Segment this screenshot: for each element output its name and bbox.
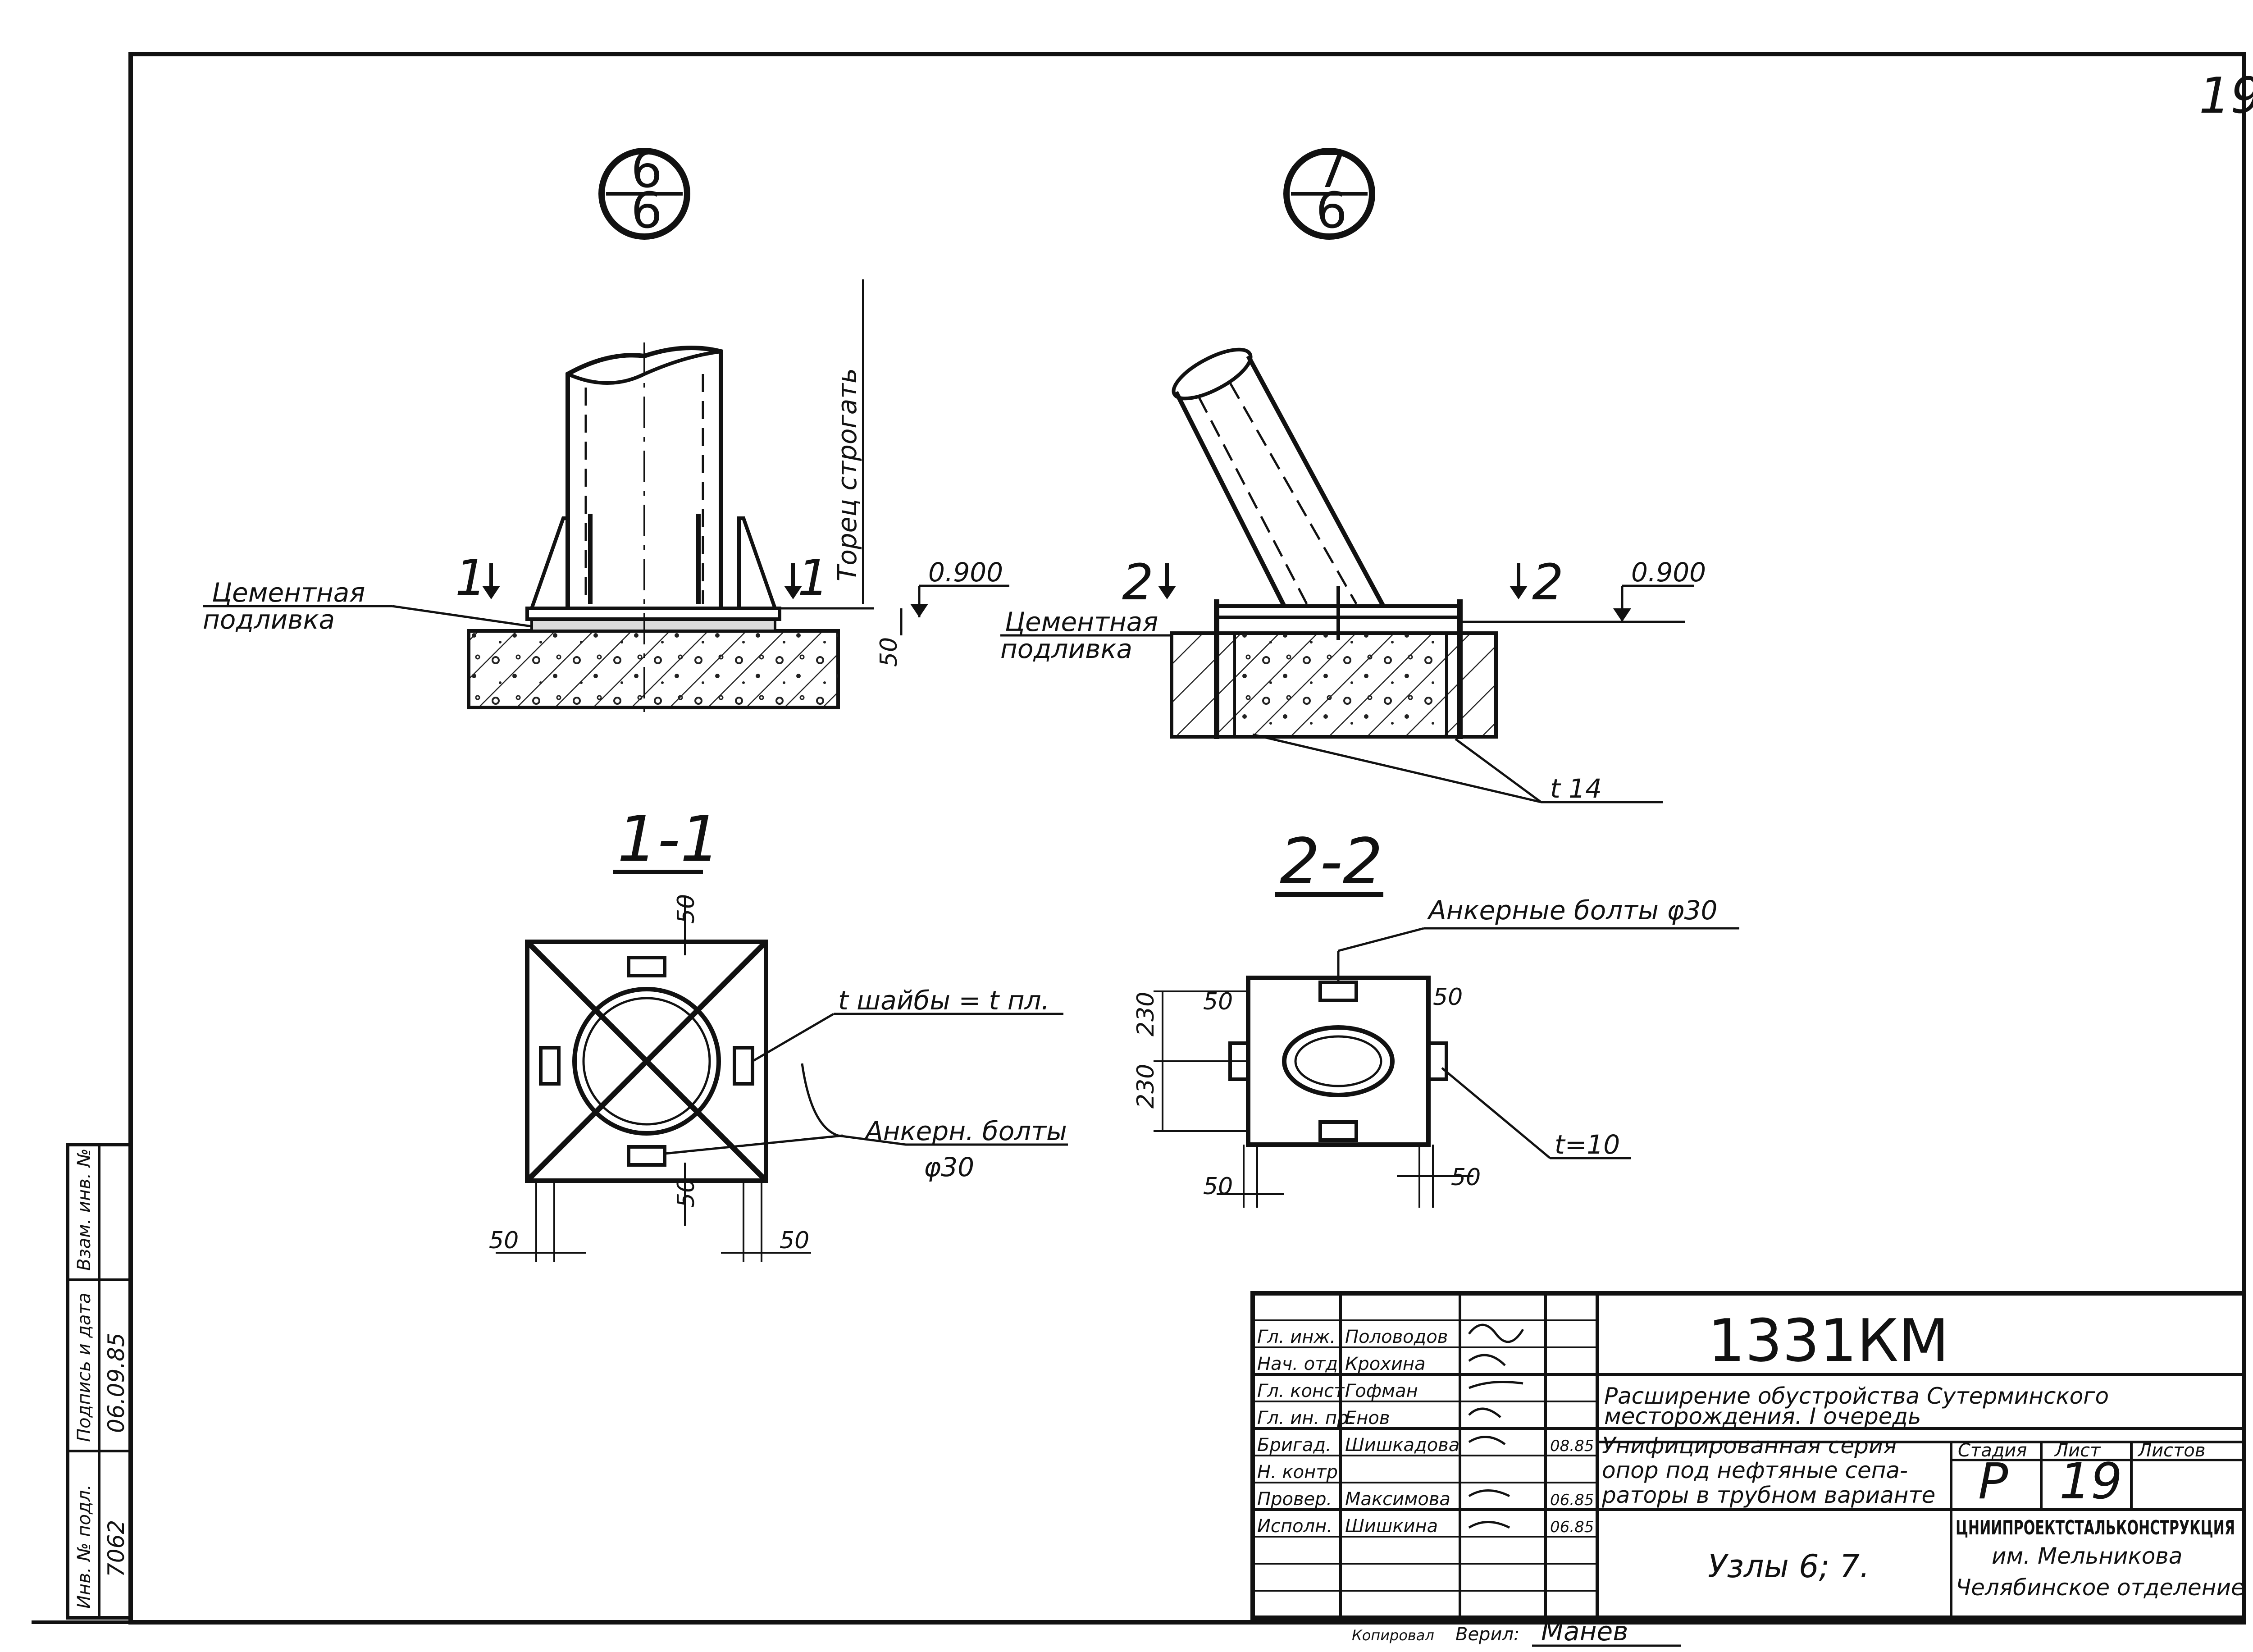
callout-6-6-top: 6 bbox=[631, 141, 662, 199]
title-block-name-7: Максимова bbox=[1345, 1489, 1450, 1510]
node6-elevation: 0.900 50 Торец строгать 1 1 Цементная по… bbox=[203, 279, 1009, 712]
node7-cement-label-1: Цементная bbox=[1005, 607, 1158, 637]
node6-note-end-plane: Торец строгать bbox=[832, 368, 862, 581]
node7-grout-block bbox=[1233, 632, 1448, 738]
footer-row: Копировал Верил: Манев bbox=[1352, 1616, 1681, 1647]
side-stamp-replace-title: Взам. инв. № bbox=[74, 1148, 95, 1271]
callout-6-6: 6 6 bbox=[598, 141, 690, 240]
node7-elevation: 0.900 2 2 Цементная подливка t 14 bbox=[1000, 347, 1706, 804]
section-2-2: 2-2 230 230 50 50 50 50 Анкерные болты φ… bbox=[1132, 825, 1739, 1208]
title-block-project-1: Расширение обустройства Сутерминского bbox=[1604, 1383, 2109, 1409]
outer-frame bbox=[128, 52, 2246, 1625]
title-block-name-2: Крохина bbox=[1345, 1354, 1426, 1374]
node6-elevation-value: 0.900 bbox=[928, 557, 1003, 588]
node7-section-right: 2 bbox=[1532, 553, 1564, 611]
node6-cement-label-2: подливка bbox=[203, 604, 335, 635]
title-block-sheet-title: Узлы 6; 7. bbox=[1708, 1548, 1870, 1585]
section-1-1-dim-top: 50 bbox=[673, 894, 700, 924]
title-block-desc-3: раторы в трубном варианте bbox=[1601, 1482, 1935, 1508]
title-block-desc-2: опор под нефтяные сепа- bbox=[1602, 1457, 1908, 1483]
callout-7-6-bottom: 6 bbox=[1316, 182, 1347, 239]
section-2-2-anchor-label: Анкерные болты φ30 bbox=[1427, 895, 1717, 926]
node6-dim-50: 50 bbox=[876, 637, 903, 667]
node6-section-right: 1 bbox=[798, 549, 829, 607]
section-2-2-dim-50-tr: 50 bbox=[1433, 984, 1463, 1011]
section-1-1-plate bbox=[525, 940, 768, 1183]
title-block-role-2: Нач. отд. bbox=[1257, 1354, 1344, 1374]
side-stamp-inv-title: Инв. № подл. bbox=[74, 1484, 95, 1609]
callout-7-6-top: 7 bbox=[1316, 141, 1347, 199]
title-block-sheet-header: Лист bbox=[2054, 1440, 2101, 1461]
title-block-desc-1: Унифицированная серия bbox=[1602, 1433, 1897, 1459]
sheet-number: 19 bbox=[2199, 67, 2253, 124]
title-block-role-8: Исполн. bbox=[1257, 1516, 1332, 1537]
title-block-role-1: Гл. инж. bbox=[1257, 1327, 1336, 1347]
footer-signature: Манев bbox=[1541, 1616, 1628, 1647]
section-2-2-dim-230-top: 230 bbox=[1132, 992, 1159, 1036]
section-1-1-anchor-label-2: φ30 bbox=[924, 1152, 974, 1182]
node7-elevation-value: 0.900 bbox=[1631, 557, 1706, 588]
title-block-sheets-header: Листов bbox=[2137, 1440, 2205, 1461]
node6-section-left: 1 bbox=[455, 549, 487, 607]
callout-7-6: 7 6 bbox=[1283, 141, 1375, 240]
title-block-role-4: Гл. ин. пр. bbox=[1257, 1408, 1354, 1428]
footer-verified: Верил: bbox=[1455, 1624, 1519, 1645]
section-2-2-dim-50-br: 50 bbox=[1451, 1164, 1481, 1191]
title-block-org-1: ЦНИИПРОЕКТСТАЛЬКОНСТРУКЦИЯ bbox=[1956, 1516, 2235, 1539]
title-block-project-2: месторождения. I очередь bbox=[1604, 1403, 1921, 1429]
side-stamp-inv-value: 7062 bbox=[103, 1520, 129, 1577]
signature-scribbles bbox=[1468, 1323, 1524, 1529]
node7-section-left: 2 bbox=[1122, 553, 1154, 611]
section-2-2-plate-label: t=10 bbox=[1555, 1129, 1620, 1160]
title-block-stage-value: Р bbox=[1978, 1452, 2008, 1510]
section-1-1-anchor-label-1: Анкерн. болты bbox=[863, 1116, 1067, 1146]
node7-plate-label: t 14 bbox=[1550, 773, 1602, 804]
title-block-code: 1331КМ bbox=[1708, 1306, 1949, 1375]
title-block-sheet-value: 19 bbox=[2059, 1452, 2122, 1510]
title-block-name-1: Половодов bbox=[1345, 1327, 1448, 1347]
section-1-1-dim-left: 50 bbox=[489, 1227, 519, 1254]
section-1-1-title: 1-1 bbox=[617, 803, 721, 876]
title-block-org-3: Челябинское отделение bbox=[1956, 1574, 2245, 1601]
node6-cement-label-1: Цементная bbox=[212, 577, 365, 608]
title-block: 1331КМ Расширение обустройства Сутерминс… bbox=[1250, 1291, 2246, 1620]
title-block-name-8: Шишкина bbox=[1345, 1516, 1438, 1537]
title-block-name-3: Гофман bbox=[1345, 1381, 1418, 1401]
section-2-2-plate bbox=[1246, 976, 1431, 1147]
section-2-2-pipe bbox=[1282, 1025, 1395, 1097]
title-block-name-5: Шишкадова bbox=[1345, 1435, 1459, 1456]
section-1-1-dim-bottom: 50 bbox=[673, 1178, 700, 1208]
title-block-role-7: Провер. bbox=[1257, 1489, 1332, 1510]
node6-gusset-right bbox=[737, 516, 778, 610]
section-2-2-title: 2-2 bbox=[1280, 825, 1383, 899]
footer-copied: Копировал bbox=[1352, 1627, 1434, 1644]
title-block-role-3: Гл. конст. bbox=[1257, 1381, 1350, 1401]
node6-gusset-left bbox=[529, 516, 570, 610]
section-1-1: 1-1 50 50 50 50 t шайбы = t пл. Анкерн. … bbox=[489, 803, 1068, 1262]
node7-cement-label-2: подливка bbox=[1000, 634, 1132, 664]
title-block-role-6: Н. контр. bbox=[1257, 1462, 1344, 1483]
section-2-2-dim-230-bottom: 230 bbox=[1132, 1064, 1159, 1109]
section-2-2-dim-50-tl: 50 bbox=[1203, 988, 1233, 1015]
title-block-role-5: Бригад. bbox=[1257, 1435, 1332, 1456]
section-1-1-pipe bbox=[572, 987, 721, 1136]
section-1-1-dim-right: 50 bbox=[780, 1227, 809, 1254]
node7-pipe bbox=[1172, 347, 1386, 607]
title-block-date-8: 06.85 bbox=[1550, 1518, 1594, 1536]
title-block-name-4: Енов bbox=[1345, 1408, 1390, 1428]
section-1-1-washer-note: t шайбы = t пл. bbox=[838, 985, 1049, 1016]
title-block-date-5: 08.85 bbox=[1550, 1437, 1594, 1455]
title-block-org-2: им. Мельникова bbox=[1992, 1543, 2182, 1569]
title-block-stage-header: Стадия bbox=[1958, 1440, 2027, 1461]
side-stamp-sign-value: 06.09.85 bbox=[103, 1333, 129, 1433]
side-stamp-sign-title: Подпись и дата bbox=[74, 1293, 95, 1442]
callout-6-6-bottom: 6 bbox=[631, 182, 662, 239]
side-stamp: Инв. № подл. 7062 Подпись и дата 06.09.8… bbox=[66, 1143, 132, 1620]
title-block-date-7: 06.85 bbox=[1550, 1491, 1594, 1509]
section-2-2-dim-50-bl: 50 bbox=[1203, 1173, 1233, 1200]
